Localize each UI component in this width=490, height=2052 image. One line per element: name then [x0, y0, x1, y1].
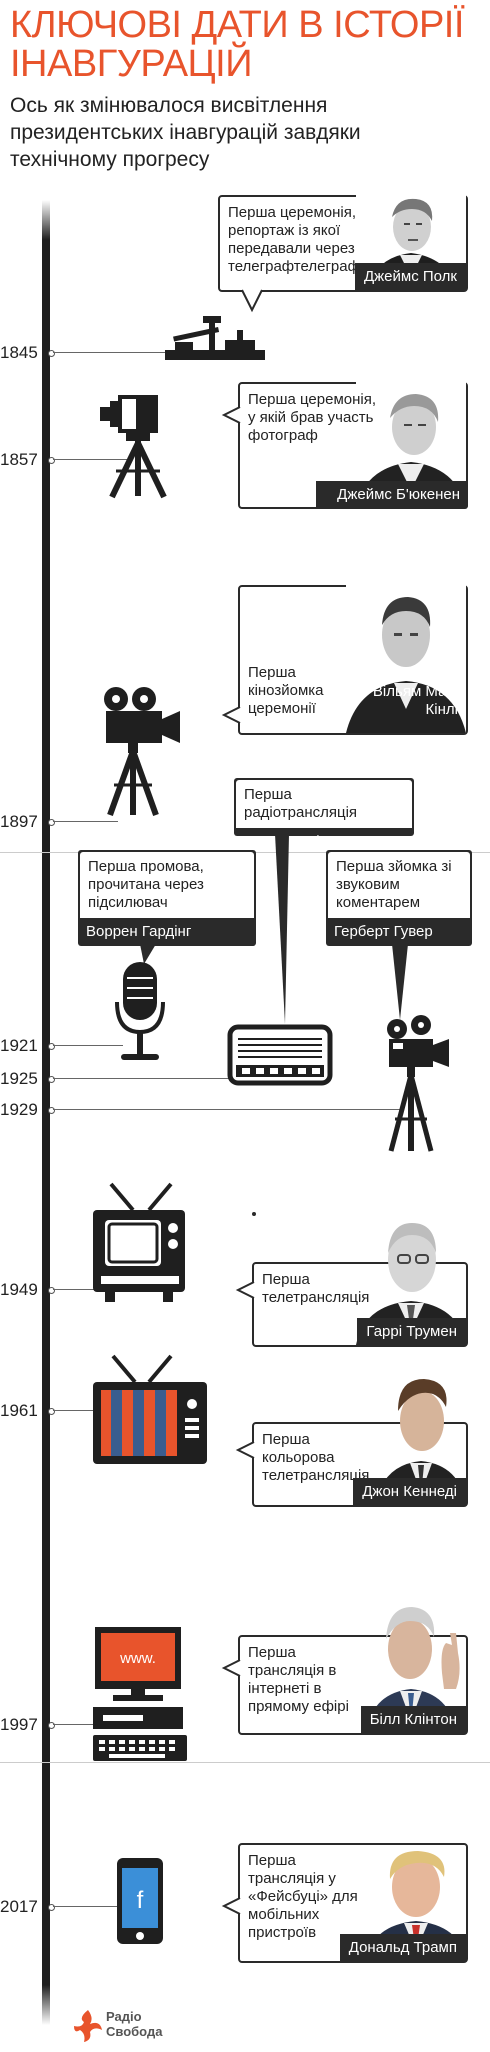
event-card-clinton: Перша трансляція в інтернеті в прямому е…: [238, 1607, 468, 1735]
event-card-truman: [252, 1212, 256, 1216]
speech-tail: [241, 289, 263, 313]
president-name: Калвін Кулідж: [242, 833, 339, 850]
president-name: Гаррі Трумен: [357, 1318, 466, 1345]
year-label: 1857: [0, 450, 38, 469]
smartphone-icon: f: [117, 1858, 163, 1944]
connector-line: [53, 1045, 123, 1046]
connector-line: [53, 459, 128, 460]
event-text: Перша кінозйомка церемонії: [248, 664, 324, 717]
film-camera-icon: [104, 687, 180, 817]
speech-tail: [235, 1441, 255, 1459]
connector-line: [53, 821, 118, 822]
event-card-kennedy: Перша кольорова телетрансляція Джон Кенн…: [252, 1379, 468, 1507]
connector-line: [53, 352, 168, 353]
logo-line-1: Радіо: [106, 2009, 142, 2024]
president-name: Вільям Мак-Кінлі: [372, 683, 458, 718]
timeline-dot: [48, 1287, 55, 1294]
connector-line: [53, 1410, 96, 1411]
year-label: 1921: [0, 1036, 38, 1055]
facebook-letter: f: [137, 1887, 144, 1914]
event-card-hoover: Перша зйомка зі звуковим коментарем Герб…: [326, 850, 472, 946]
president-name: Герберт Гувер: [334, 923, 433, 940]
event-card-harding: Перша промова, прочитана через підсилюва…: [78, 850, 256, 946]
connector-line: [53, 1078, 231, 1079]
event-card-coolidge: Перша радіотрансляція Калвін Кулідж: [234, 778, 414, 850]
connector-line: [53, 1906, 118, 1907]
timeline-dot: [48, 350, 55, 357]
event-card-mckinley: Перша кінозйомка церемонії Вільям Мак-Кі…: [238, 585, 468, 735]
camera-tripod-icon: [100, 395, 167, 499]
logo-text: Радіо Свобода: [106, 2009, 162, 2039]
event-card-trump: Перша трансляція у «Фейсбуці» для мобіль…: [238, 1843, 468, 1963]
timeline-dot: [48, 457, 55, 464]
president-name: Джон Кеннеді: [353, 1478, 466, 1505]
telegraph-key-icon: [165, 316, 265, 360]
page-subtitle: Ось як змінювалося висвітлення президент…: [10, 94, 361, 171]
connector-line: [53, 1289, 96, 1290]
president-name: Дональд Трамп: [339, 1934, 466, 1961]
speech-tail: [221, 706, 241, 724]
year-label: 1961: [0, 1401, 38, 1420]
year-label: 1845: [0, 343, 38, 362]
page-title: КЛЮЧОВІ ДАТИ В ІСТОРІЇ ІНАВГУРАЦІЙ: [10, 4, 464, 85]
event-text: Перша трансляція в інтернеті в прямому е…: [248, 1644, 349, 1715]
event-text: Перша промова, прочитана через підсилюва…: [80, 852, 254, 918]
year-label: 1997: [0, 1715, 38, 1734]
speech-tail: [235, 1281, 255, 1299]
year-label: 1949: [0, 1280, 38, 1299]
event-card-polk: Перша церемонія, репортаж із якої переда…: [218, 195, 468, 292]
timeline-dot: [48, 1076, 55, 1083]
logo-flame-icon: [74, 2010, 102, 2042]
event-text: Перша трансляція у «Фейсбуці» для мобіль…: [248, 1852, 358, 1941]
speech-tail: [392, 944, 408, 1020]
connector-line: [53, 1109, 403, 1110]
timeline-dot: [48, 1043, 55, 1050]
year-label: 1929: [0, 1100, 38, 1119]
president-name: Джеймс Полк: [354, 263, 466, 290]
era-separator: [0, 1762, 490, 1763]
timeline-dot: [48, 819, 55, 826]
speech-tail: [221, 1897, 241, 1915]
event-text: Перша кольорова телетрансляція: [262, 1431, 370, 1484]
timeline-dot: [48, 1107, 55, 1114]
timeline-dot: [48, 1904, 55, 1911]
event-text: Перша церемонія, репортаж із якої переда…: [228, 204, 360, 275]
timeline-axis: [42, 220, 50, 2010]
logo-line-2: Свобода: [106, 2024, 163, 2039]
timeline-fade-top: [42, 200, 50, 240]
event-text: Перша радіотрансляція: [236, 780, 412, 828]
event-text: Перша телетрансляція: [262, 1271, 370, 1306]
event-card-truman-frame: Перша телетрансляція Гаррі Трумен: [252, 1223, 468, 1347]
timeline-fade-bottom: [42, 1985, 50, 2025]
connector-line: [53, 1724, 98, 1725]
year-label: 1925: [0, 1069, 38, 1088]
color-tv-icon: [93, 1354, 207, 1464]
president-name: Воррен Гардінг: [86, 923, 192, 940]
computer-icon: www.: [93, 1627, 187, 1761]
microphone-icon: [115, 962, 165, 1060]
speech-tail: [221, 1659, 241, 1677]
name-banner: Джеймс Б'юкенен: [316, 481, 468, 509]
year-label: 2017: [0, 1897, 38, 1916]
event-card-buchanan: Перша церемонія, у якій брав участь фото…: [238, 382, 468, 509]
year-label: 1897: [0, 812, 38, 831]
event-text: Перша зйомка зі звуковим коментарем: [328, 852, 470, 918]
president-name: Джеймс Б'юкенен: [337, 486, 460, 503]
www-label: www.: [119, 1650, 156, 1667]
sound-film-camera-icon: [387, 1015, 449, 1152]
timeline-dot: [48, 1722, 55, 1729]
speech-tail: [140, 944, 156, 964]
radio-svoboda-logo: Радіо Свобода: [72, 2008, 192, 2044]
speech-tail: [221, 406, 241, 424]
timeline-dot: [48, 1408, 55, 1415]
tv-icon: [93, 1182, 185, 1302]
portrait-mckinley: [346, 585, 466, 733]
speech-tail: [275, 834, 289, 1024]
event-text: Перша церемонія, у якій брав участь фото…: [248, 391, 377, 444]
radio-icon: [227, 1024, 333, 1086]
president-name: Білл Клінтон: [360, 1706, 466, 1733]
